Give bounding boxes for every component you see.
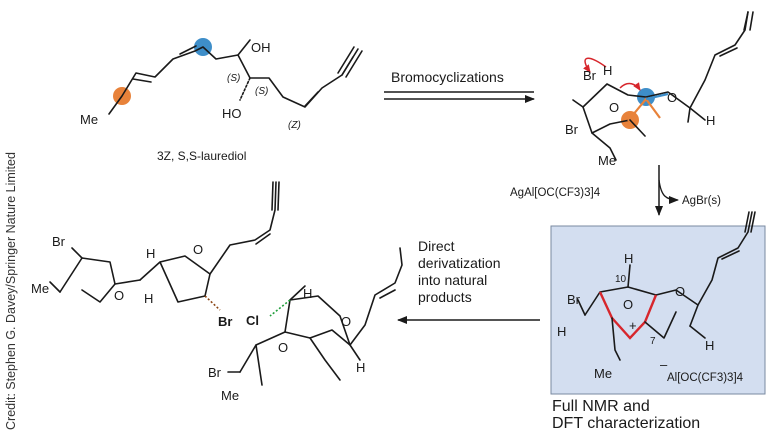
derivatization-line2: derivatization — [418, 255, 501, 271]
product2-o1: O — [341, 314, 351, 329]
intermediate-o1: O — [667, 90, 677, 105]
oxonium-h-left: H — [557, 324, 566, 339]
oxonium-counterion: Al[OC(CF3)3]4 — [667, 372, 744, 384]
oxonium-o-top: O — [675, 284, 685, 299]
oxonium-c10-label: 10 — [615, 274, 627, 285]
oxonium-plus: + — [629, 318, 637, 333]
derivatization-arrow: Direct derivatization into natural produ… — [397, 238, 540, 324]
credit-text: Credit: Stephen G. Davey/Springer Nature… — [4, 152, 18, 430]
intermediate-br-left: Br — [565, 122, 579, 137]
z-label: (Z) — [288, 120, 301, 131]
oxonium-h-right: H — [705, 338, 714, 353]
oxonium-h-top: H — [624, 251, 633, 266]
product1-o1: O — [193, 242, 203, 257]
oxonium-c7-label: 7 — [650, 336, 656, 347]
bicyclic-product: Cl H O O Br Me H — [208, 247, 403, 403]
oxonium-o-center: O — [623, 297, 633, 312]
s-label-2: (S) — [255, 86, 268, 97]
product2-me: Me — [221, 388, 239, 403]
laurediol-structure: OH HO Me (S) (S) (Z) 3Z, S,S-laurediol — [80, 38, 363, 163]
product2-h-right: H — [356, 360, 365, 375]
oxonium-minus: – — [660, 357, 668, 372]
agbr-label: AgBr(s) — [682, 195, 721, 207]
laurediol-name: 3Z, S,S-laurediol — [157, 149, 246, 163]
bromocyclization-arrow: Bromocyclizations — [384, 69, 535, 103]
intermediate-br-top: Br — [583, 68, 597, 83]
derivatization-line4: products — [418, 289, 472, 305]
ag-reagent-label: AgAl[OC(CF3)3]4 — [510, 187, 601, 199]
bromocyclizations-label: Bromocyclizations — [391, 69, 504, 85]
intermediate-o2: O — [609, 100, 619, 115]
product1-br-red: Br — [218, 314, 232, 329]
product2-o2: O — [278, 340, 288, 355]
oxonium-me: Me — [594, 366, 612, 381]
bis-thf-product: Br Me H O O H Br — [31, 181, 280, 329]
derivatization-line3: into natural — [418, 272, 487, 288]
characterization-caption-line1: Full NMR and — [552, 398, 650, 415]
intermediate-h-right: H — [706, 113, 715, 128]
s-label-1: (S) — [227, 73, 240, 84]
product1-br-top: Br — [52, 234, 66, 249]
oh-label: OH — [251, 40, 271, 55]
oxonium-br: Br — [567, 292, 581, 307]
oxonium-highlight-box — [550, 225, 766, 395]
ho-label: HO — [222, 106, 242, 121]
product2-br: Br — [208, 365, 222, 380]
characterization-caption-line2: DFT characterization — [552, 415, 700, 432]
oxonium-structure: Br H H 10 O O + 7 H Me – Al[OC(CF3)3]4 — [557, 211, 756, 384]
bromonium-intermediate: H Br O O Br Me H — [565, 11, 754, 168]
product2-cl: Cl — [246, 313, 259, 328]
silver-abstraction-arrow: AgAl[OC(CF3)3]4 AgBr(s) — [510, 165, 721, 216]
intermediate-h: H — [603, 63, 612, 78]
derivatization-line1: Direct — [418, 238, 455, 254]
product1-me: Me — [31, 281, 49, 296]
intermediate-me: Me — [598, 153, 616, 168]
product1-h2: H — [144, 291, 153, 306]
me-label: Me — [80, 112, 98, 127]
product2-h-top: H — [303, 286, 312, 301]
product1-h1: H — [146, 246, 155, 261]
product1-o2: O — [114, 288, 124, 303]
